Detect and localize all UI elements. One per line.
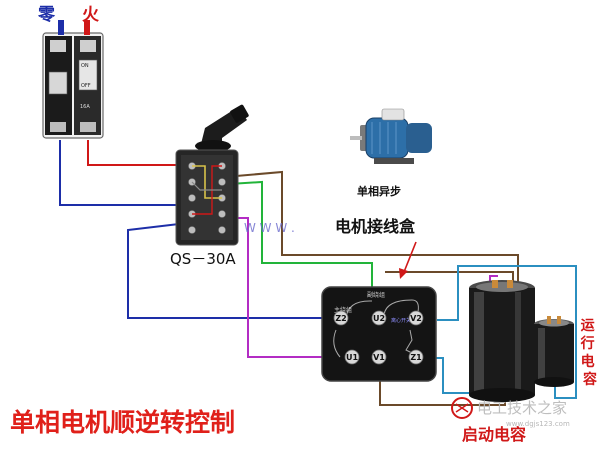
neutral-label: 零: [37, 5, 56, 25]
green-wire: [212, 180, 373, 312]
junction-box-label: 电机接线盒: [335, 217, 416, 236]
terminal-v2: V2: [410, 314, 422, 323]
blue-wire-z2: [127, 219, 333, 319]
logo-text: 电工技术之家: [477, 399, 567, 417]
circuit-breaker: ON OFF 16A: [42, 20, 104, 139]
breaker-rating: 16A: [80, 104, 90, 110]
switch-model-label: QS－30A: [170, 250, 236, 268]
terminal-z2: Z2: [335, 314, 346, 323]
qs-switch: [175, 104, 249, 246]
purple-wire-2: [489, 275, 498, 282]
terminal-box: 副绕组 主绕组 离心开关 Z2 U2 V2 U1 V1 Z1: [321, 286, 437, 382]
logo-sub: www.dgjs123.com: [506, 420, 570, 428]
watermark-url: W W W .: [244, 221, 295, 235]
live-wire: [87, 140, 193, 166]
run-cap-label: 运 行 电 容: [580, 318, 600, 388]
start-cap-label: 启动电容: [462, 425, 526, 444]
brown-wire-2: [385, 271, 514, 283]
pointer-arrow: [399, 241, 417, 279]
breaker-on-label: ON: [81, 63, 89, 69]
terminal-u2: U2: [373, 314, 385, 323]
box-left-label: 主绕组: [334, 306, 352, 314]
terminal-u1: U1: [346, 353, 358, 362]
box-mid-label: 离心开关: [391, 317, 411, 324]
cyan-wire-1: [437, 265, 577, 399]
terminal-v1: V1: [373, 353, 385, 362]
breaker-off-label: OFF: [81, 83, 91, 89]
box-top-label: 副绕组: [367, 291, 385, 299]
neutral-wire: [59, 140, 193, 206]
brown-wire-1: [212, 170, 519, 283]
motor-caption: 单相异步: [357, 184, 401, 198]
motor-icon: [350, 108, 432, 164]
run-capacitor: [534, 316, 574, 387]
start-capacitor: [469, 280, 535, 402]
site-logo: 电工技术之家 www.dgjs123.com: [451, 397, 570, 428]
diagram-title: 单相电机顺逆转控制: [10, 408, 235, 437]
terminal-z1: Z1: [410, 353, 422, 362]
